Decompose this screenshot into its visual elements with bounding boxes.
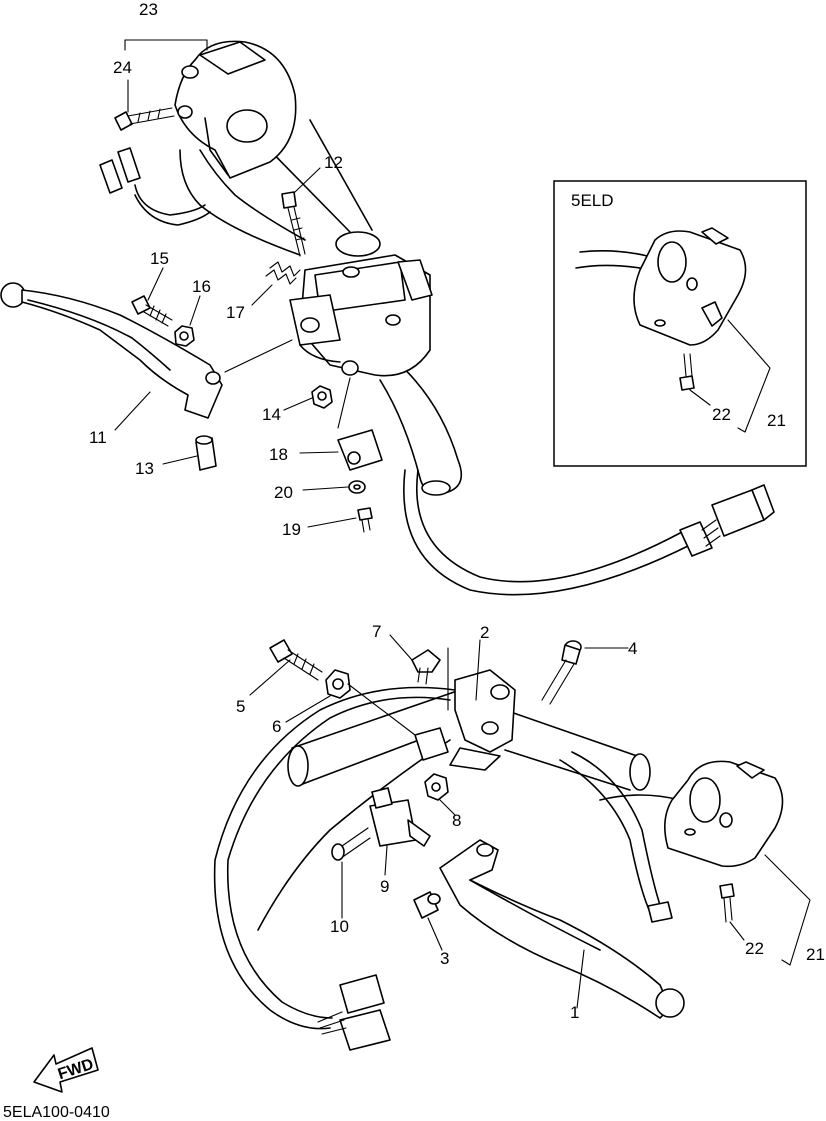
bolt-4 xyxy=(541,640,582,705)
nut-16 xyxy=(174,325,195,347)
spring-17 xyxy=(265,261,301,285)
switch-18 xyxy=(337,377,383,471)
label-10: 10 xyxy=(330,917,349,936)
screw-24 xyxy=(114,107,175,131)
bolt-5 xyxy=(269,639,323,681)
nut-6 xyxy=(325,669,416,736)
label-17: 17 xyxy=(226,303,245,322)
label-22: 22 xyxy=(745,939,764,958)
label-18: 18 xyxy=(269,445,288,464)
label-12: 12 xyxy=(324,153,343,172)
label-21-inset: 21 xyxy=(767,411,786,430)
bolt-12 xyxy=(281,191,306,257)
right-switch-housing xyxy=(664,760,784,923)
screw-19 xyxy=(357,507,373,533)
label-9: 9 xyxy=(380,877,389,896)
brake-lever-1 xyxy=(439,839,685,1019)
label-22-inset: 22 xyxy=(712,405,731,424)
label-24: 24 xyxy=(113,58,132,77)
label-2: 2 xyxy=(480,623,489,642)
label-5: 5 xyxy=(236,697,245,716)
label-4: 4 xyxy=(628,639,637,658)
clutch-lever-11 xyxy=(0,282,223,419)
label-11: 11 xyxy=(89,428,107,447)
upper-leader-lines xyxy=(114,39,357,528)
nut-8 xyxy=(424,773,449,801)
washer-20 xyxy=(348,480,366,494)
label-14: 14 xyxy=(262,405,281,424)
lever-holder xyxy=(289,254,433,377)
label-21: 21 xyxy=(806,945,825,964)
label-6: 6 xyxy=(272,717,281,736)
lower-leader-lines xyxy=(249,634,811,1009)
label-3: 3 xyxy=(440,949,449,968)
nut-14 xyxy=(311,385,333,409)
label-8: 8 xyxy=(452,811,461,830)
right-handlebar-tube xyxy=(287,689,651,791)
front-brake-holder-2 xyxy=(414,669,516,771)
label-20: 20 xyxy=(274,483,293,502)
inset-title: 5ELD xyxy=(571,191,614,210)
fwd-arrow-icon: FWD xyxy=(33,1047,99,1093)
diagram-code: 5ELA100-0410 xyxy=(3,1104,110,1121)
bolt-15 xyxy=(131,295,173,327)
label-19: 19 xyxy=(282,520,301,539)
lower-connector xyxy=(317,974,391,1051)
main-harness-upper xyxy=(403,469,775,596)
label-16: 16 xyxy=(192,277,211,296)
bolt-7 xyxy=(411,647,449,711)
lower-harness xyxy=(213,686,681,1030)
label-15: 15 xyxy=(150,249,169,268)
left-switch-housing xyxy=(174,40,297,179)
label-7: 7 xyxy=(372,622,381,641)
collar-3 xyxy=(413,891,441,919)
switch-9 xyxy=(369,787,431,847)
left-switch-wire xyxy=(99,147,306,256)
collar-13 xyxy=(195,435,217,471)
fwd-label: FWD xyxy=(56,1056,96,1083)
label-23: 23 xyxy=(139,0,158,19)
inset-5eld xyxy=(553,180,807,467)
screw-10 xyxy=(331,827,371,861)
left-handlebar-tube xyxy=(249,119,463,496)
label-1: 1 xyxy=(570,1003,579,1022)
label-13: 13 xyxy=(135,459,154,478)
